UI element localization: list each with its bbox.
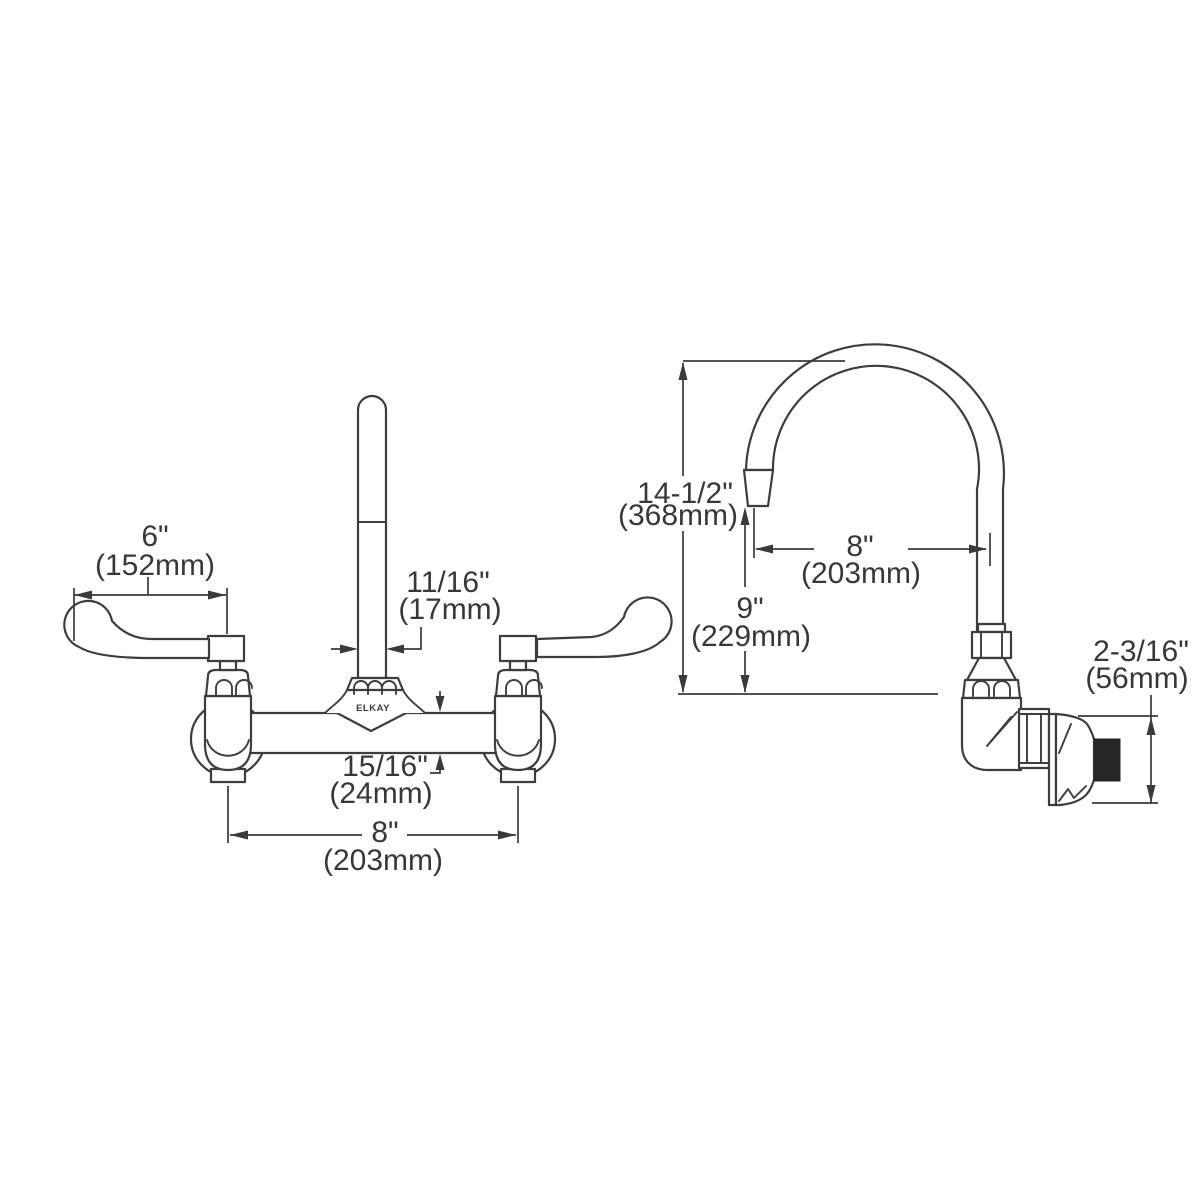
dim-spout-diameter: 11/16" (17mm) — [331, 566, 502, 654]
elbow-bonnet — [961, 678, 1022, 700]
left-valve-body-detail — [206, 739, 250, 757]
elbow-crease-lines — [986, 711, 1018, 747]
union-nut-facets — [1018, 713, 1050, 764]
left-handle-stem — [218, 659, 238, 672]
elbow-bonnet-scallops — [972, 680, 1011, 697]
gooseneck-spout — [744, 343, 1006, 634]
dim-body-thickness: 15/16" (24mm) — [329, 691, 445, 810]
dim-overall-height-in: 14-1/2" — [637, 477, 733, 510]
spout-coupling-nut — [965, 622, 1018, 682]
spout-riser-pipe — [356, 394, 388, 680]
right-valve-body-detail — [496, 739, 540, 757]
right-bonnet-scallops — [505, 679, 543, 696]
wall-elbow-body — [960, 678, 1051, 772]
center-escutcheon: ELKAY — [324, 676, 426, 714]
arrowhead — [208, 590, 226, 600]
dim-handle-length: 6" (152mm) — [73, 520, 228, 641]
dim-wall-mount-mm: (56mm) — [1085, 662, 1188, 695]
dim-body-thickness-mm: (24mm) — [329, 777, 432, 810]
left-valve-assembly — [63, 599, 253, 772]
escutcheon-skirt-fill — [326, 690, 424, 713]
left-bonnet-scallops — [215, 679, 253, 696]
arrowhead — [435, 696, 445, 712]
arrowhead — [498, 830, 516, 840]
arrowhead — [755, 544, 773, 554]
dim-spout-clearance-in: 9" — [736, 592, 763, 625]
elbow-housing — [960, 696, 1023, 772]
brand-label: ELKAY — [356, 703, 390, 714]
arrowhead — [678, 675, 688, 693]
left-valve-bonnet — [204, 668, 252, 698]
wall-mount-flange — [1047, 712, 1121, 807]
arrowhead — [740, 675, 750, 693]
right-handle-stem — [508, 659, 528, 672]
left-wristblade-handle — [63, 599, 211, 660]
nut-shoulder — [965, 656, 1018, 682]
arrowhead — [435, 754, 445, 770]
right-handle-hub — [498, 634, 538, 663]
left-handle-hub — [206, 634, 246, 663]
dim-spout-diameter-mm: (17mm) — [398, 593, 501, 626]
dim-spout-reach-in: 8" — [846, 530, 873, 563]
escutcheon-scallops — [353, 680, 397, 695]
dim-body-thickness-in: 15/16" — [342, 750, 428, 783]
left-valve-body — [203, 694, 253, 772]
coupling-nut — [970, 630, 1013, 660]
side-view: 14-1/2" (368mm) 8" (203mm) 9" (229mm) 2-… — [618, 343, 1189, 807]
arrowhead — [969, 544, 987, 554]
threaded-nipple — [1093, 738, 1121, 782]
dim-spout-clearance-mm: (229mm) — [691, 620, 811, 653]
flange-bell — [1054, 712, 1096, 807]
right-valve-bonnet — [494, 668, 542, 698]
dim-inlet-centers: 8" (203mm) — [227, 786, 519, 877]
dim-overall-height: 14-1/2" (368mm) — [618, 360, 845, 693]
arrowhead — [740, 507, 750, 525]
dim-spout-reach: 8" (203mm) — [753, 508, 991, 590]
dim-inlet-centers-in: 8" — [371, 816, 398, 849]
arrowhead — [74, 590, 92, 600]
union-nut — [1017, 707, 1051, 770]
arrowhead — [340, 644, 358, 654]
arrowhead — [386, 644, 404, 654]
dim-handle-length-mm: (152mm) — [95, 549, 215, 582]
right-valve-body — [493, 694, 543, 772]
faucet-body-bar — [238, 711, 508, 755]
dim-inlet-centers-mm: (203mm) — [323, 844, 443, 877]
nut-facets — [980, 631, 1003, 659]
spout-outlet-tip — [742, 468, 775, 508]
arrowhead — [230, 830, 248, 840]
arrowhead — [1146, 785, 1156, 803]
arrowhead — [678, 362, 688, 380]
dim-handle-length-in: 6" — [141, 520, 168, 553]
dim-spout-clearance: 9" (229mm) — [691, 507, 811, 693]
flange-crease-lines — [1058, 723, 1087, 802]
escutcheon-skirt-curves — [324, 689, 426, 714]
arrowhead — [1146, 717, 1156, 735]
front-view: ELKAY 6" (152mm) 11/16" (17mm) 15/16" (2… — [63, 394, 673, 877]
dim-overall-height-mm: (368mm) — [618, 499, 738, 532]
dim-spout-reach-mm: (203mm) — [801, 557, 921, 590]
right-valve-assembly — [493, 596, 673, 772]
dim-wall-mount: 2-3/16" (56mm) — [1078, 635, 1189, 804]
nut-collar — [976, 622, 1007, 634]
dim-spout-diameter-in: 11/16" — [406, 566, 490, 599]
dim-wall-mount-in: 2-3/16" — [1093, 635, 1189, 668]
right-wristblade-handle — [535, 596, 673, 659]
